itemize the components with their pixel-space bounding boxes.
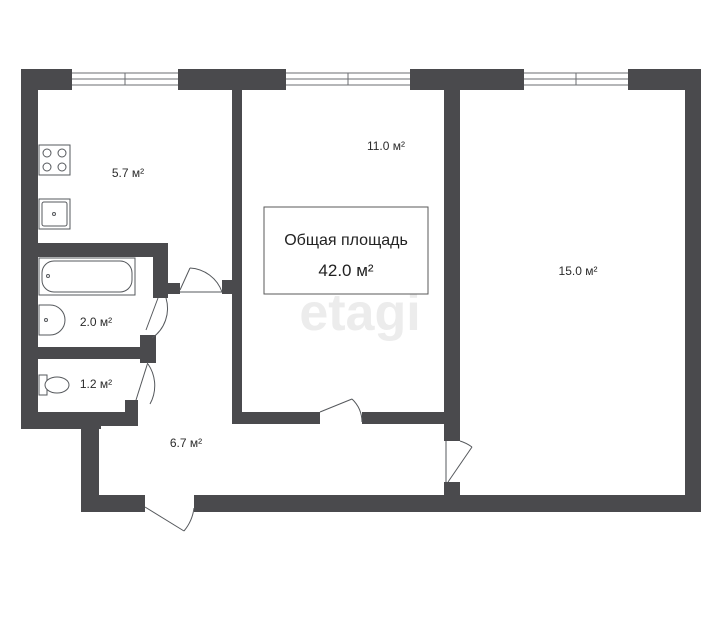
room-area-room-1: 11.0 м² <box>367 139 405 153</box>
door-entrance <box>144 506 195 532</box>
window-room-2 <box>524 72 628 86</box>
room-area-hallway: 6.7 м² <box>170 436 202 450</box>
stove-icon <box>38 144 71 176</box>
room-area-kitchen: 5.7 м² <box>112 166 144 180</box>
door-bathroom <box>145 297 169 339</box>
door-room-1 <box>319 398 363 423</box>
room-area-bathroom: 2.0 м² <box>80 315 112 329</box>
total-area-value: 42.0 м² <box>318 261 373 280</box>
door-room-2 <box>445 440 473 483</box>
room-area-room-2: 15.0 м² <box>559 264 598 278</box>
toilet-icon <box>38 374 70 396</box>
bathtub-icon <box>38 257 136 296</box>
window-kitchen <box>72 72 178 86</box>
total-area-label: Общая площадь <box>284 232 408 249</box>
walls <box>21 69 701 512</box>
room-area-toilet: 1.2 м² <box>80 377 112 391</box>
total-area-box: Общая площадь 42.0 м² <box>263 206 429 295</box>
door-kitchen <box>179 267 223 293</box>
kitchen-sink-icon <box>38 198 71 230</box>
window-room-1 <box>286 72 410 86</box>
door-toilet <box>135 361 156 405</box>
washbasin-icon <box>38 304 66 336</box>
